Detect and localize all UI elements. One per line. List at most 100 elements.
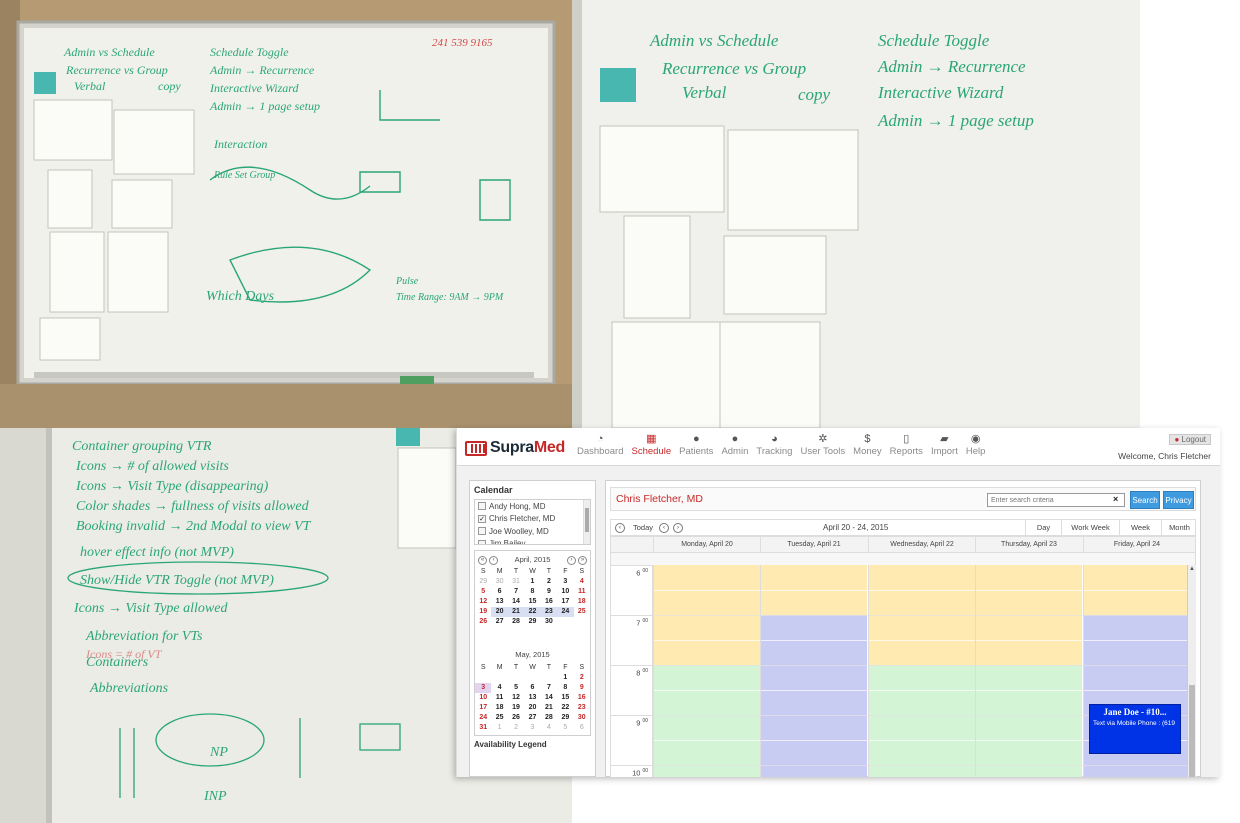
calendar-day[interactable]: 17 (561, 598, 570, 605)
calendar-day[interactable]: 12 (479, 598, 488, 605)
nav-item-admin[interactable]: ●Admin (721, 432, 748, 457)
calendar-day[interactable]: 10 (561, 588, 570, 595)
calendar-day[interactable]: 27 (495, 618, 504, 625)
search-button[interactable]: Search (1130, 491, 1160, 509)
prev-year-icon[interactable]: « (478, 555, 487, 565)
calendar-day[interactable]: 11 (578, 588, 586, 595)
calendar-day[interactable]: 6 (530, 684, 535, 691)
calendar-day[interactable]: 19 (512, 704, 520, 711)
provider-checkbox[interactable] (478, 527, 486, 536)
calendar-day[interactable]: 16 (577, 694, 586, 701)
provider-item[interactable]: Jim Bailey (475, 538, 590, 544)
calendar-day[interactable]: 3 (530, 724, 535, 731)
calendar-day[interactable]: 24 (557, 607, 574, 617)
nav-item-reports[interactable]: ▯Reports (890, 432, 923, 457)
calendar-day[interactable]: 11 (495, 694, 504, 701)
calendar-day[interactable]: 15 (528, 598, 537, 605)
nav-item-help[interactable]: ◉Help (966, 432, 986, 457)
calendar-day[interactable]: 2 (579, 674, 584, 681)
availability-slot[interactable] (975, 665, 1082, 777)
calendar-day[interactable]: 28 (512, 618, 520, 625)
calendar-day[interactable]: 31 (479, 724, 488, 731)
provider-checkbox[interactable] (478, 539, 486, 544)
scrollbar-thumb[interactable] (1189, 685, 1195, 777)
provider-checkbox[interactable]: ✓ (478, 514, 486, 523)
next-year-icon[interactable]: » (577, 555, 587, 565)
schedule-scrollbar[interactable]: ▲ (1187, 565, 1196, 777)
nav-item-patients[interactable]: ●Patients (679, 432, 713, 457)
today-button[interactable]: Today (633, 523, 654, 532)
calendar-day[interactable]: 30 (545, 618, 553, 625)
availability-slot[interactable] (653, 665, 760, 777)
calendar-day[interactable]: 31 (512, 578, 520, 585)
calendar-day[interactable]: 4 (497, 684, 502, 691)
calendar-day[interactable]: 13 (528, 694, 537, 701)
nav-item-schedule[interactable]: ▦Schedule (631, 432, 671, 457)
calendar-day[interactable]: 27 (528, 714, 537, 721)
calendar-day[interactable]: 19 (479, 608, 488, 615)
nav-item-money[interactable]: $Money (853, 432, 882, 457)
calendar-day[interactable]: 20 (491, 607, 508, 617)
calendar-day[interactable]: 4 (546, 724, 551, 731)
calendar-day[interactable]: 18 (495, 704, 504, 711)
availability-slot[interactable] (868, 665, 975, 777)
calendar-day[interactable]: 6 (579, 724, 584, 731)
calendar-day[interactable]: 24 (479, 714, 488, 721)
calendar-day[interactable]: 3 (475, 683, 492, 693)
provider-list-scrollbar[interactable] (583, 500, 590, 544)
calendar-day[interactable]: 18 (577, 598, 586, 605)
nav-item-import[interactable]: ▰Import (931, 432, 958, 457)
view-month-button[interactable]: Month (1161, 520, 1197, 535)
calendar-day[interactable]: 5 (563, 724, 568, 731)
calendar-day[interactable]: 17 (479, 704, 488, 711)
calendar-day[interactable]: 26 (512, 714, 520, 721)
supramed-logo[interactable]: SupraMed (465, 438, 565, 458)
calendar-day[interactable]: 23 (540, 607, 558, 617)
calendar-day[interactable]: 20 (528, 704, 537, 711)
provider-item[interactable]: Andy Hong, MD (475, 500, 590, 513)
view-week-button[interactable]: Week (1119, 520, 1161, 535)
view-work-week-button[interactable]: Work Week (1061, 520, 1119, 535)
logout-button[interactable]: ● Logout (1169, 434, 1211, 445)
calendar-day[interactable]: 26 (479, 618, 488, 625)
calendar-day[interactable]: 8 (563, 684, 568, 691)
prev-month-icon[interactable]: ‹ (489, 555, 499, 565)
calendar-day[interactable]: 22 (524, 607, 541, 617)
calendar-day[interactable]: 1 (563, 674, 568, 681)
nav-item-tracking[interactable]: ◕Tracking (756, 432, 792, 457)
calendar-day[interactable]: 5 (481, 588, 486, 595)
calendar-day[interactable]: 21 (545, 704, 553, 711)
calendar-day[interactable]: 14 (545, 694, 553, 701)
calendar-day[interactable]: 25 (577, 608, 586, 615)
calendar-day[interactable]: 7 (514, 588, 519, 595)
prev-week-icon[interactable]: ‹ (615, 523, 625, 533)
calendar-day[interactable]: 1 (530, 578, 535, 585)
next-month-icon[interactable]: › (566, 555, 576, 565)
provider-item[interactable]: ✓Chris Fletcher, MD (475, 513, 590, 526)
next-range-icon[interactable]: › (673, 523, 683, 533)
calendar-day[interactable]: 8 (530, 588, 535, 595)
calendar-day[interactable]: 28 (545, 714, 553, 721)
calendar-day[interactable]: 21 (507, 607, 525, 617)
calendar-day[interactable]: 4 (579, 578, 584, 585)
provider-checkbox[interactable] (478, 502, 486, 511)
calendar-day[interactable]: 25 (495, 714, 504, 721)
calendar-day[interactable]: 15 (561, 694, 570, 701)
calendar-day[interactable]: 2 (514, 724, 519, 731)
calendar-day[interactable]: 14 (512, 598, 520, 605)
prev-range-icon[interactable]: ‹ (659, 523, 669, 533)
calendar-day[interactable]: 12 (512, 694, 520, 701)
calendar-day[interactable]: 6 (497, 588, 502, 595)
availability-slot[interactable] (760, 615, 867, 777)
nav-item-dashboard[interactable]: ◔Dashboard (577, 432, 623, 457)
calendar-day[interactable]: 5 (514, 684, 519, 691)
nav-item-user-tools[interactable]: ✲User Tools (800, 432, 845, 457)
calendar-day[interactable]: 7 (546, 684, 551, 691)
calendar-day[interactable]: 9 (579, 684, 584, 691)
privacy-button[interactable]: Privacy (1163, 491, 1194, 509)
calendar-day[interactable]: 10 (479, 694, 488, 701)
calendar-day[interactable]: 9 (546, 588, 551, 595)
calendar-day[interactable]: 16 (545, 598, 553, 605)
